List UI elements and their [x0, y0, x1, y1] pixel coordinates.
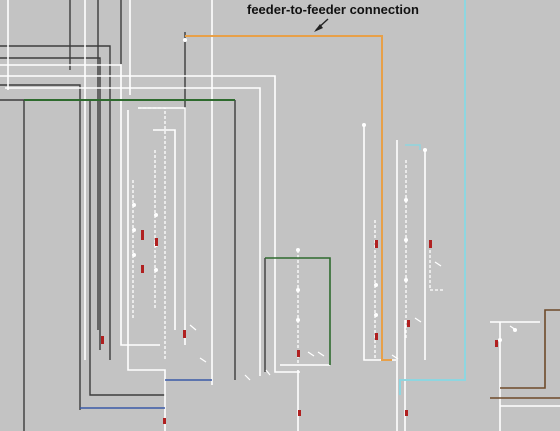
white-wire-b [0, 75, 300, 373]
breaker-symbol [163, 418, 166, 424]
node-symbol [132, 228, 136, 232]
breaker-symbol [141, 230, 144, 240]
white-wire-k [363, 125, 396, 361]
pointer-arrow-icon [314, 18, 329, 32]
breaker-symbol [101, 336, 104, 344]
cyan-wire-short [405, 144, 421, 150]
node-symbol [498, 338, 502, 342]
cyan-wire-vertical [399, 0, 466, 395]
tick-mark [434, 261, 442, 267]
node-symbol [374, 283, 378, 287]
dark-wire-b [0, 57, 101, 350]
breaker-symbol [375, 240, 378, 248]
white-wire-j [127, 110, 166, 431]
small-tick-marks [189, 261, 517, 381]
breaker-symbol [407, 320, 410, 327]
tick-mark [317, 351, 325, 357]
breaker-symbol [298, 410, 301, 416]
breakers-red [101, 230, 498, 424]
breaker-symbol [183, 330, 186, 338]
node-symbol [404, 278, 408, 282]
tick-mark [509, 325, 517, 331]
node-symbol [296, 288, 300, 292]
node-symbol [183, 38, 187, 42]
tick-mark [391, 354, 399, 360]
switch-symbols [132, 38, 517, 342]
node-symbol [374, 313, 378, 317]
white-wire-c [5, 87, 261, 376]
white-wire-a [0, 64, 160, 346]
dashed-wire-a [138, 107, 166, 360]
wires-white [0, 0, 501, 431]
dark-wire-f [0, 99, 165, 396]
tick-mark [265, 369, 271, 376]
breaker-symbol [155, 238, 158, 246]
arrow-head [314, 24, 323, 32]
white-wire-i [153, 129, 176, 330]
brown-wire-a [500, 309, 560, 389]
dashed-wire-g [429, 240, 445, 291]
tick-mark [189, 324, 197, 331]
wires-dashed [132, 107, 445, 365]
wires-colored [24, 0, 560, 409]
node-symbol [423, 148, 427, 152]
node-symbol [296, 248, 300, 252]
dark-wire-d [0, 84, 81, 410]
orange-feeder-to-feeder-wire [185, 35, 392, 361]
tick-mark [307, 351, 315, 357]
breaker-symbol [297, 350, 300, 357]
node-symbol [154, 213, 158, 217]
node-symbol [404, 198, 408, 202]
breaker-symbol [375, 333, 378, 340]
white-wire-h [138, 107, 186, 345]
node-symbol [132, 203, 136, 207]
breaker-symbol [495, 340, 498, 347]
node-symbol [404, 238, 408, 242]
tick-mark [244, 374, 251, 381]
tick-mark [199, 357, 207, 363]
node-symbol [154, 268, 158, 272]
tick-mark [414, 317, 422, 323]
node-symbol [296, 318, 300, 322]
node-symbol [132, 253, 136, 257]
dark-wire-a [0, 45, 111, 360]
green-box-wire [265, 257, 331, 365]
breaker-symbol [405, 410, 408, 416]
node-symbol [362, 123, 366, 127]
breaker-symbol [141, 265, 144, 273]
feeder-connection-label: feeder-to-feeder connection [247, 2, 419, 17]
breaker-symbol [429, 240, 432, 248]
